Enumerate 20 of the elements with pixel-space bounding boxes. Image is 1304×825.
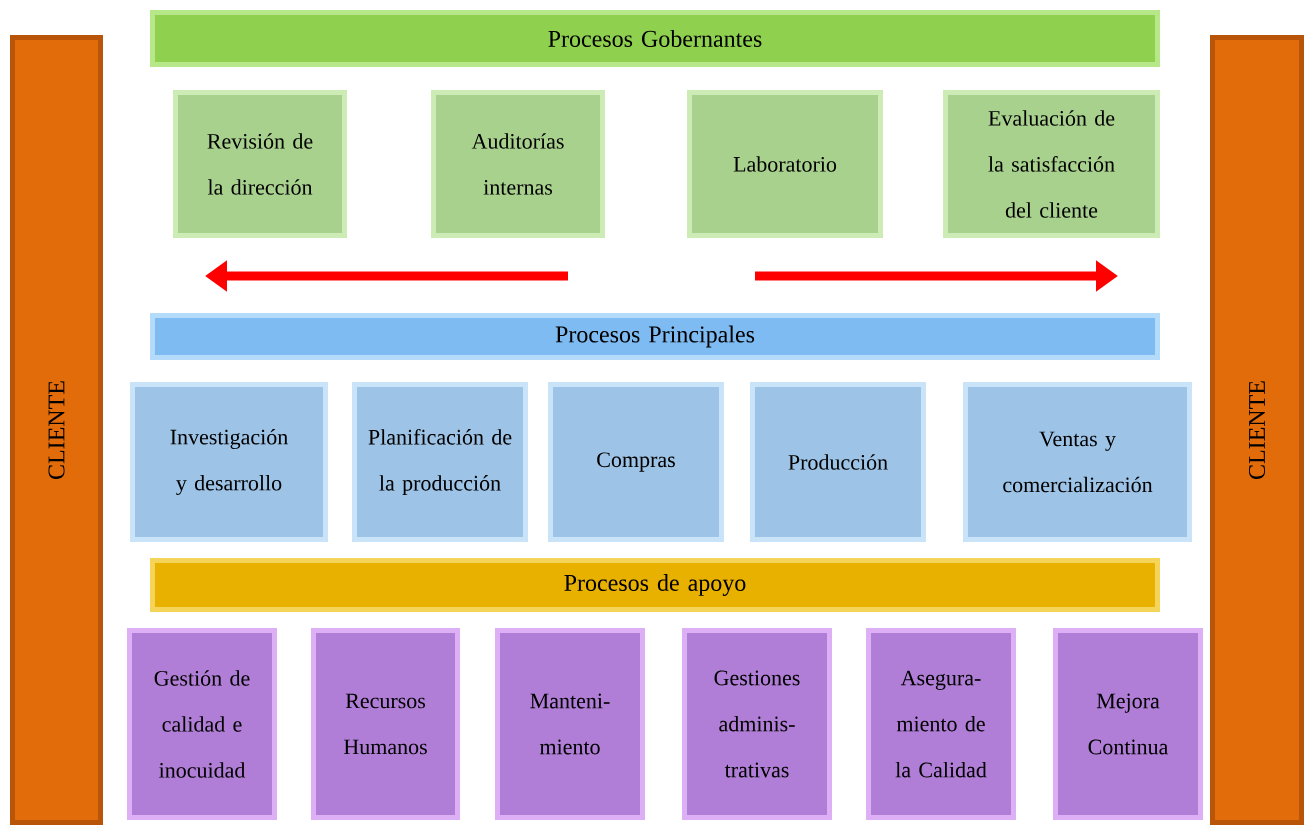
process-band: Procesos de apoyo (150, 558, 1160, 612)
process-box: Mejora Continua (1053, 628, 1203, 820)
client-band: CLIENTE (1210, 35, 1304, 825)
process-box: Investigación y desarrollo (130, 382, 328, 542)
process-box: Asegura- miento de la Calidad (866, 628, 1016, 820)
process-band: Procesos Principales (150, 313, 1160, 360)
process-box: Manteni- miento (495, 628, 645, 820)
process-box: Planificación de la producción (352, 382, 528, 542)
process-box: Gestiones adminis- trativas (682, 628, 832, 820)
process-band: Procesos Gobernantes (150, 10, 1160, 67)
process-box: Evaluación de la satisfacción del cliente (943, 90, 1160, 238)
process-box: Laboratorio (687, 90, 883, 238)
process-box: Recursos Humanos (311, 628, 460, 820)
process-box: Gestión de calidad e inocuidad (127, 628, 277, 820)
process-box: Auditorías internas (431, 90, 605, 238)
process-box: Ventas y comercialización (963, 382, 1192, 542)
process-box: Revisión de la dirección (173, 90, 347, 238)
process-box: Compras (548, 382, 724, 542)
client-band: CLIENTE (10, 35, 103, 825)
process-box: Producción (750, 382, 926, 542)
